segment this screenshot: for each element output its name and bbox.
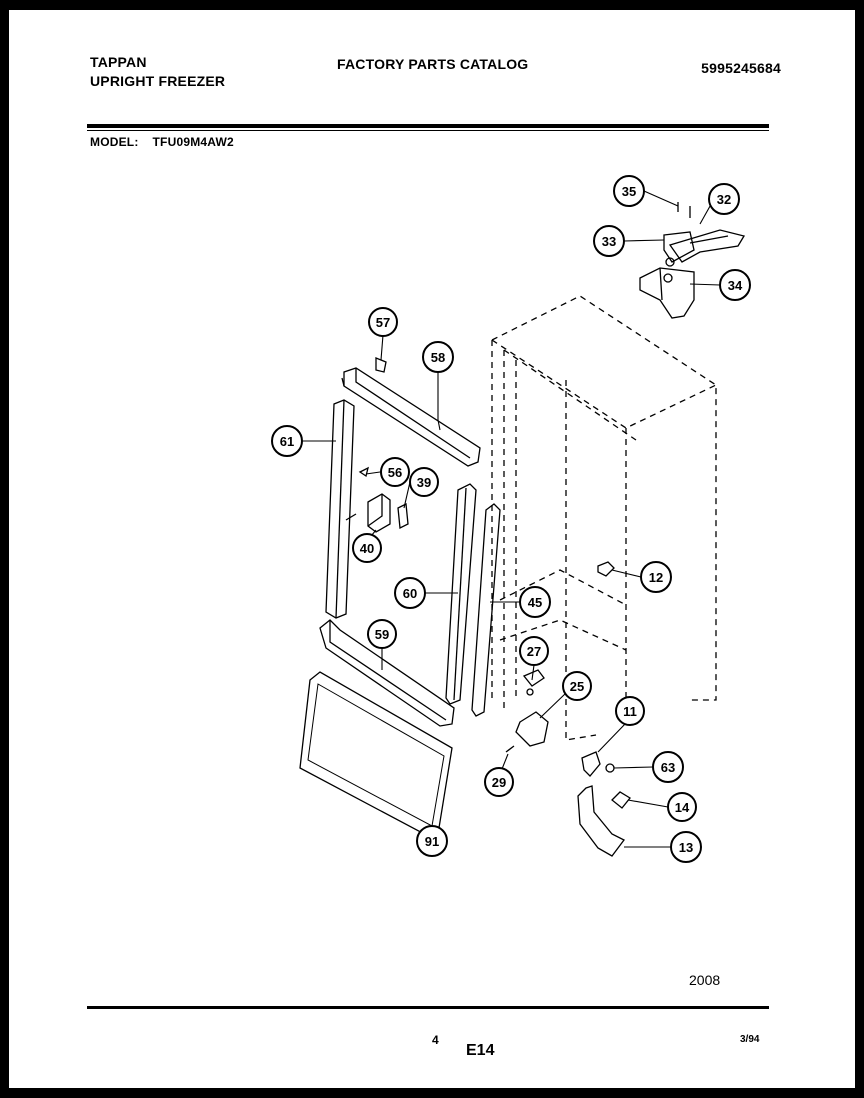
- cabinet-outline: [491, 295, 717, 741]
- svg-text:40: 40: [360, 541, 374, 556]
- catalog-number: 5995245684: [701, 60, 781, 76]
- svg-text:57: 57: [376, 315, 390, 330]
- svg-text:33: 33: [602, 234, 616, 249]
- svg-text:12: 12: [649, 570, 663, 585]
- svg-text:13: 13: [679, 840, 693, 855]
- product-name: UPRIGHT FREEZER: [90, 73, 226, 89]
- callout-32: 32: [708, 183, 740, 215]
- model-line: MODEL: TFU09M4AW2: [90, 135, 248, 149]
- model-number: TFU09M4AW2: [152, 135, 234, 149]
- model-label: MODEL:: [90, 135, 139, 149]
- control-assembly: [345, 466, 409, 533]
- svg-text:32: 32: [717, 192, 731, 207]
- callout-45: 45: [519, 586, 551, 618]
- svg-text:91: 91: [425, 834, 439, 849]
- svg-text:59: 59: [375, 627, 389, 642]
- revision-date: 3/94: [740, 1034, 760, 1045]
- header-rule-thin: [87, 130, 769, 131]
- header-rule: [87, 124, 769, 128]
- svg-text:35: 35: [622, 184, 636, 199]
- door-liner-panel: [299, 671, 453, 837]
- catalog-title: FACTORY PARTS CATALOG: [337, 56, 529, 72]
- svg-text:63: 63: [661, 760, 675, 775]
- callout-13: 13: [670, 831, 702, 863]
- svg-text:14: 14: [675, 800, 690, 815]
- exploded-parts-diagram: 35 32 33 34 57 58 61 56 39 40 12 60 45 5…: [271, 175, 751, 863]
- figure-number: 2008: [689, 972, 721, 988]
- callout-39: 39: [409, 467, 439, 497]
- callout-11: 11: [615, 696, 645, 726]
- catalog-page: TAPPAN UPRIGHT FREEZER FACTORY PARTS CAT…: [9, 10, 855, 1088]
- svg-text:27: 27: [527, 644, 541, 659]
- svg-text:45: 45: [528, 595, 542, 610]
- svg-text:58: 58: [431, 350, 445, 365]
- svg-text:60: 60: [403, 586, 417, 601]
- door-gasket: [471, 503, 501, 717]
- callout-25: 25: [562, 671, 592, 701]
- callout-34: 34: [719, 269, 751, 301]
- callout-29: 29: [484, 767, 514, 797]
- door-frame-right: [445, 483, 477, 705]
- top-hinge-assembly: [639, 202, 746, 319]
- door-frame-bottom: [319, 619, 455, 727]
- callout-12: 12: [640, 561, 672, 593]
- callout-60: 60: [394, 577, 426, 609]
- svg-text:56: 56: [388, 465, 402, 480]
- svg-text:25: 25: [570, 679, 584, 694]
- door-frame-top: [341, 357, 481, 467]
- callout-14: 14: [667, 792, 697, 822]
- callout-56: 56: [380, 457, 410, 487]
- callout-59: 59: [367, 619, 397, 649]
- callout-33: 33: [593, 225, 625, 257]
- door-frame-left: [325, 399, 355, 619]
- bottom-hinge-parts: [505, 669, 549, 753]
- callout-57: 57: [368, 307, 398, 337]
- svg-text:11: 11: [623, 704, 637, 719]
- svg-text:29: 29: [492, 775, 506, 790]
- leader-lines: [302, 190, 721, 848]
- footer-rule: [87, 1006, 769, 1009]
- callout-27: 27: [519, 636, 549, 666]
- svg-text:61: 61: [280, 434, 294, 449]
- callout-91: 91: [416, 825, 448, 857]
- section-code: E14: [466, 1042, 495, 1059]
- callout-35: 35: [613, 175, 645, 207]
- page-number: 4: [432, 1033, 439, 1047]
- callout-63: 63: [652, 751, 684, 783]
- callout-61: 61: [271, 425, 303, 457]
- svg-text:39: 39: [417, 475, 431, 490]
- brand-name: TAPPAN: [90, 54, 147, 70]
- callout-40: 40: [352, 533, 382, 563]
- callout-58: 58: [422, 341, 454, 373]
- svg-text:34: 34: [728, 278, 743, 293]
